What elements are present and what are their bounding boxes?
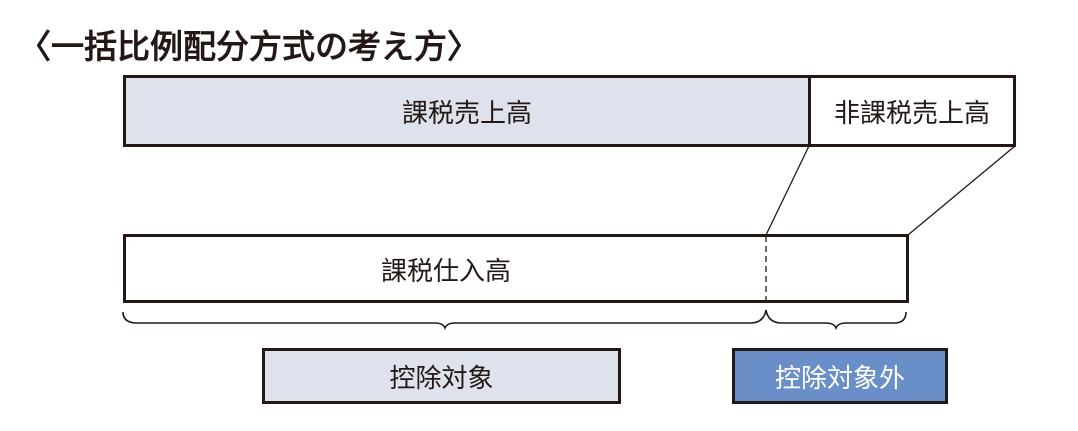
non-deductible-brace <box>765 309 907 331</box>
taxable-purchases-box: 課税仕入高 <box>123 234 909 303</box>
non-taxable-sales-box: 非課税売上高 <box>808 75 1016 147</box>
taxable-sales-label: 課税売上高 <box>401 98 532 129</box>
deductible-box: 控除対象 <box>262 348 621 404</box>
non-taxable-sales-label: 非課税売上高 <box>833 98 990 129</box>
taxable-sales-box: 課税売上高 <box>123 75 811 147</box>
non-deductible-label: 控除対象外 <box>774 363 905 394</box>
taxable-purchases-label: 課税仕入高 <box>381 257 512 287</box>
deductible-label: 控除対象 <box>389 363 494 394</box>
non-deductible-box: 控除対象外 <box>732 348 948 404</box>
deductible-brace <box>122 309 767 331</box>
diagram-title: 〈一括比例配分方式の考え方〉 <box>18 27 480 66</box>
